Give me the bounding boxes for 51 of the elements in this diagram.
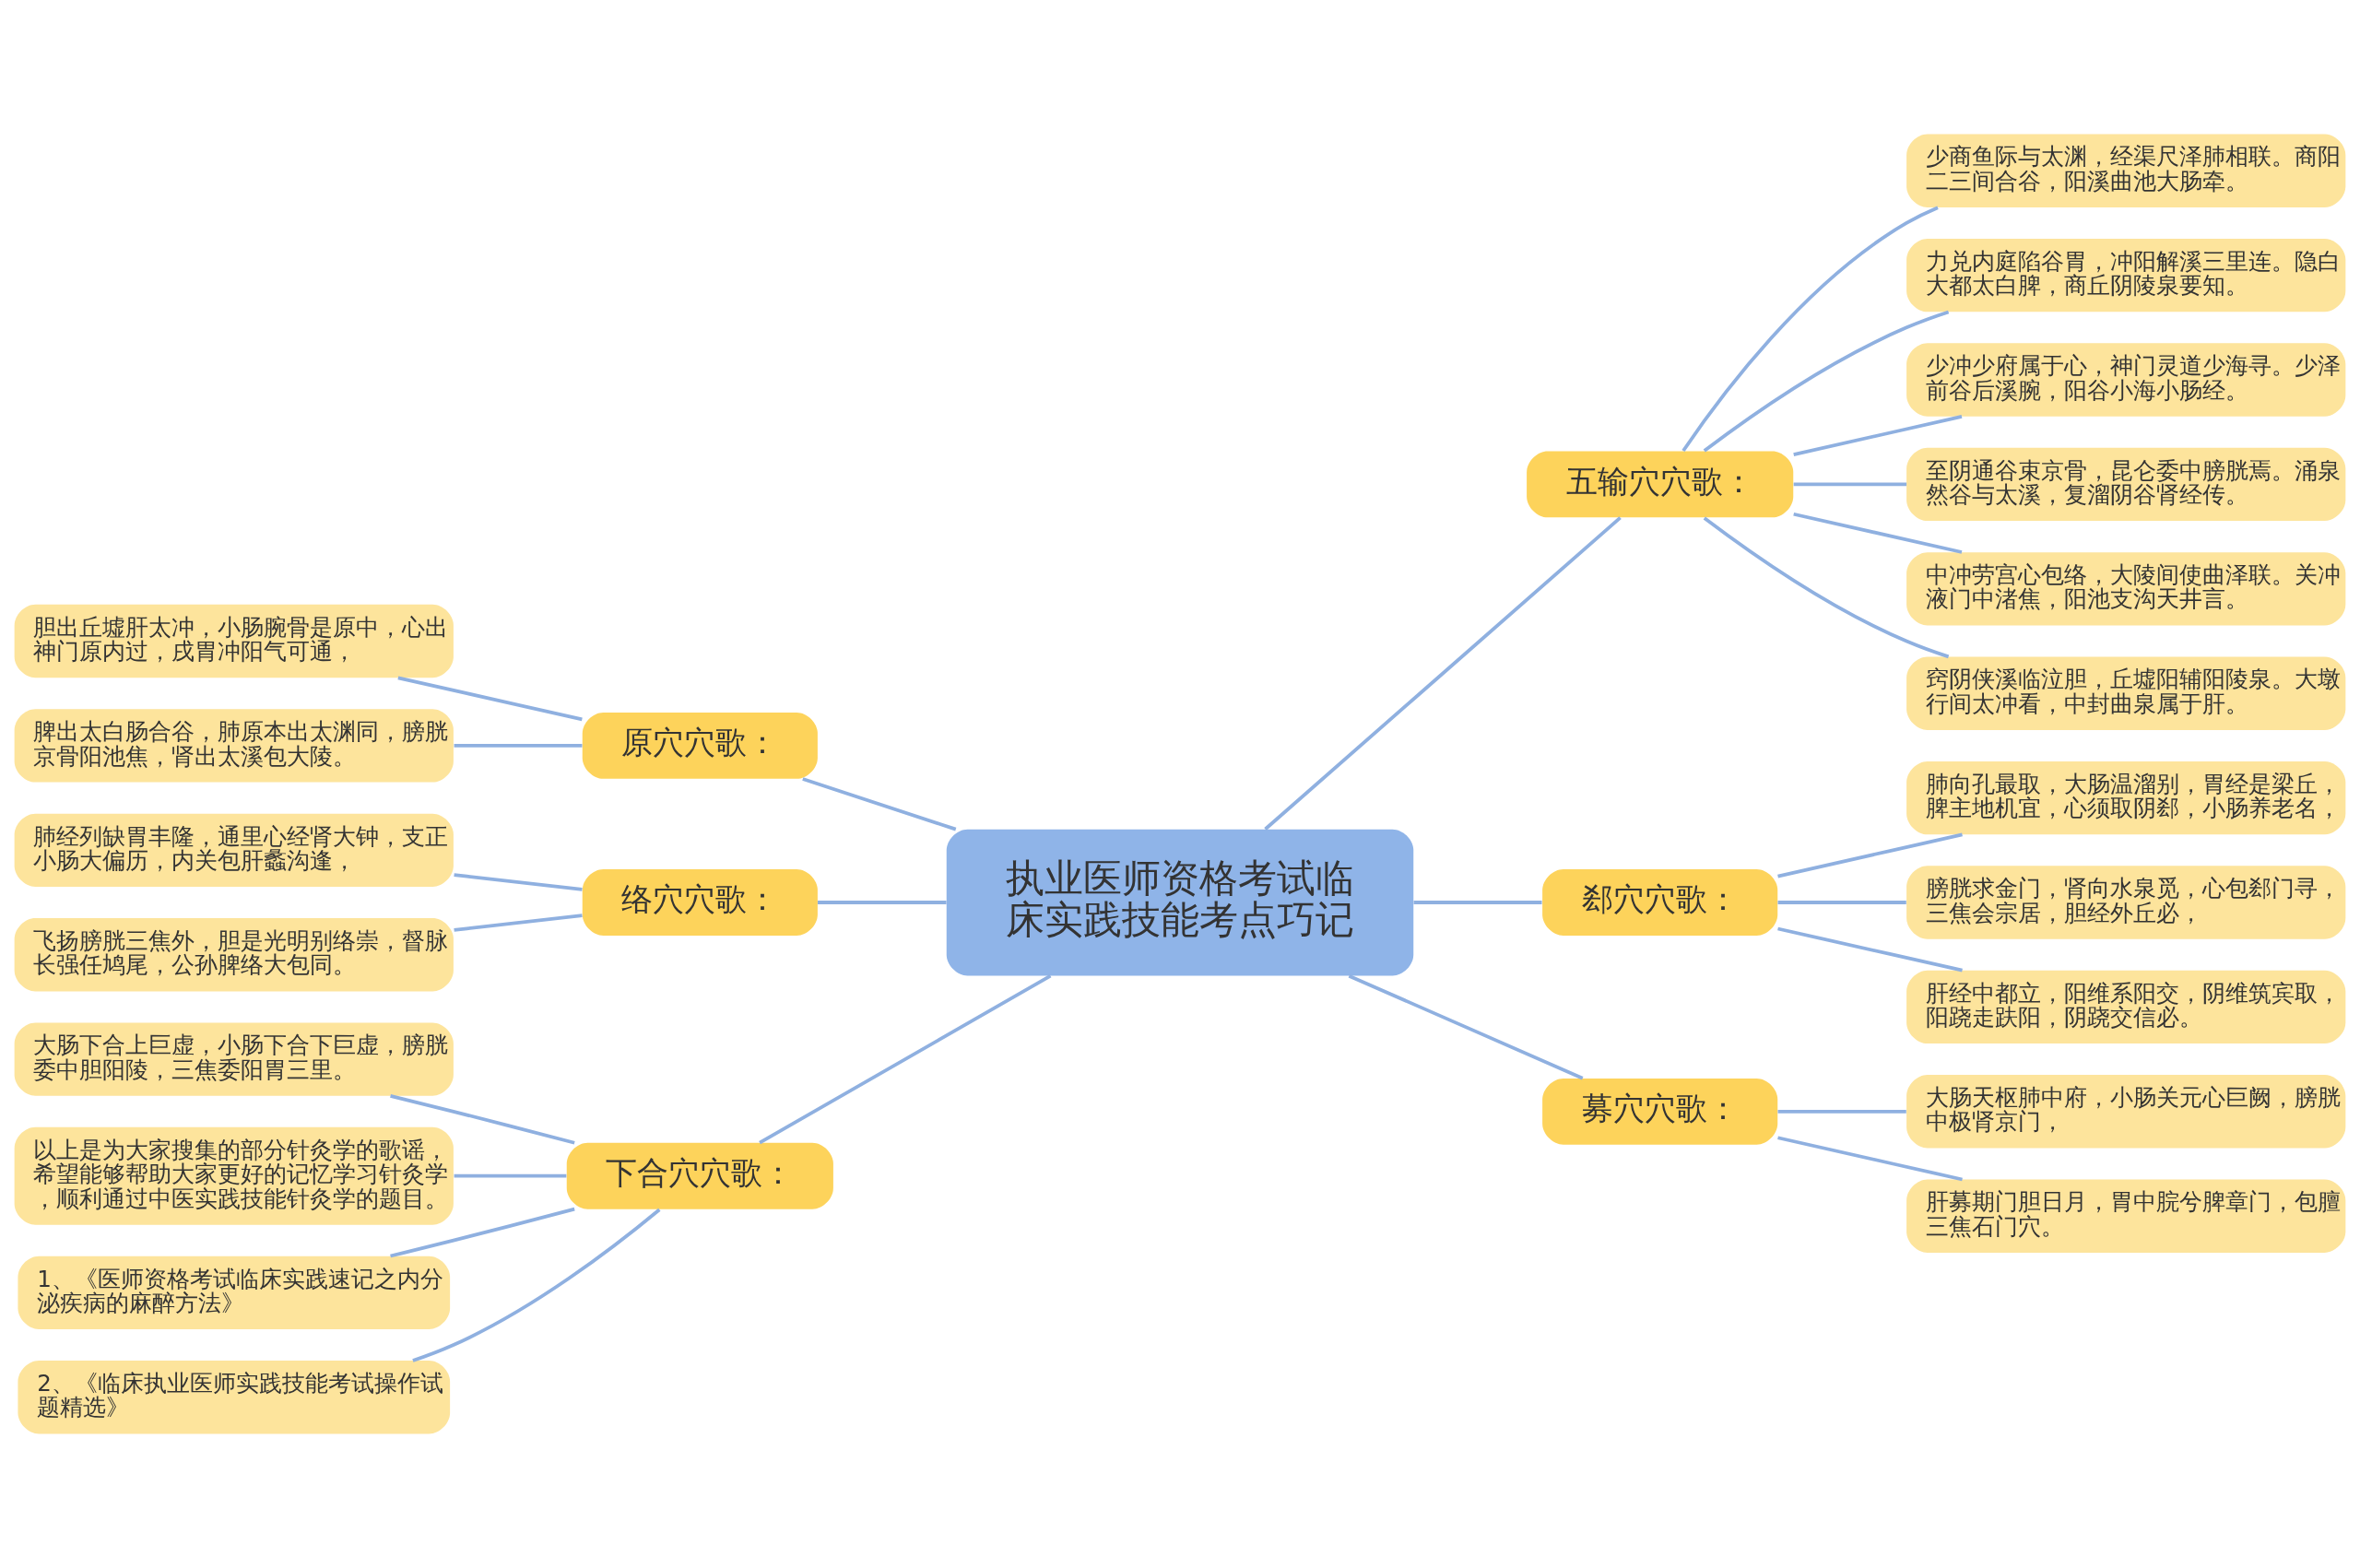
node-box: 执业医师资格考试临床实践技能考点巧记 [946, 829, 1414, 976]
connector [390, 1094, 575, 1145]
node-box: 以上是为大家搜集的部分针灸学的歌谣，希望能够帮助大家更好的记忆学习针灸学，顺利通过中医实践技能针灸学的题目。 [14, 1126, 454, 1225]
connector [759, 973, 1052, 1145]
connector [454, 1173, 567, 1178]
connector [454, 873, 583, 891]
connector [1793, 512, 1963, 554]
node-box: 1、《医师资格考试临床实践速记之内分泌疾病的麻醉方法》 [18, 1256, 451, 1330]
connector [412, 1208, 661, 1362]
node-box: 大肠下合上巨虚，小肠下合下巨虚，膀胱委中胆阳陵，三焦委阳胃三里。 [14, 1022, 454, 1096]
node-box: 少冲少府属于心，神门灵道少海寻。少泽前谷后溪腕，阳谷小海小肠经。 [1906, 343, 2346, 417]
node-box: 中冲劳宫心包络，大陵间使曲泽联。关冲液门中渚焦，阳池支沟天井言。 [1906, 552, 2346, 626]
node-box: 少商鱼际与太渊，经渠尺泽肺相联。商阳二三间合谷，阳溪曲池大肠牵。 [1906, 134, 2346, 207]
connector [818, 901, 947, 904]
node-box: 肺向孔最取，大肠温溜别，胃经是梁丘，脾主地机宜，心须取阴郄，小肠养老名， [1906, 760, 2346, 835]
node-box: 原穴穴歌： [582, 713, 818, 779]
connector [1793, 482, 1907, 487]
node-box: 膀胱求金门，肾向水泉觅，心包郄门寻，三焦会宗居，胆经外丘必， [1906, 866, 2346, 939]
connector [454, 744, 583, 748]
node-box: 大肠天枢肺中府，小肠关元心巨阙，膀胱中极肾京门， [1906, 1075, 2346, 1149]
node-box: 络穴穴歌： [582, 869, 818, 936]
connector [1264, 516, 1622, 831]
connector [1777, 832, 1963, 878]
connector [1348, 973, 1584, 1080]
node-box: 飞扬膀胱三焦外，胆是光明别络崇，督脉长强任鸠尾，公孙脾络大包同。 [14, 918, 454, 992]
connector [1777, 1136, 1963, 1182]
node-box: 胆出丘墟肝太冲，小肠腕骨是原中，心出神门原内过，戌胃冲阳气可通， [14, 604, 454, 678]
node-box: 力兑内庭陷谷胃，冲阳解溪三里连。隐白大都太白脾，商丘阴陵泉要知。 [1906, 238, 2346, 312]
connector [390, 1207, 575, 1258]
node-box: 肝募期门胆日月，胃中脘兮脾章门，包膻三焦石门穴。 [1906, 1179, 2346, 1253]
connector [802, 777, 957, 831]
connector [1703, 516, 1950, 659]
node-box: 窍阴侠溪临泣胆，丘墟阳辅阳陵泉。大墩行间太冲看，中封曲泉属于肝。 [1906, 656, 2346, 730]
node-box: 五输穴穴歌： [1527, 451, 1794, 518]
connector [1413, 901, 1542, 904]
connector [1793, 415, 1963, 456]
connector [1777, 926, 1963, 973]
connector [454, 914, 583, 932]
node-box: 2、《临床执业医师实践技能考试操作试题精选》 [18, 1361, 451, 1434]
connector [1777, 1109, 1906, 1114]
connector [1703, 310, 1950, 453]
node-box: 肺经列缺胃丰隆，通里心经肾大钟，支正小肠大偏历，内关包肝蠡沟逢， [14, 813, 454, 887]
node-box: 至阴通谷束京骨，昆仑委中膀胱焉。涌泉然谷与太溪，复溜阴谷肾经传。 [1906, 447, 2346, 522]
connector [1682, 206, 1939, 453]
connector [1777, 901, 1906, 904]
node-box: 肝经中都立，阳维系阳交，阴维筑宾取，阳跷走趺阳，阴跷交信必。 [1906, 970, 2346, 1044]
node-box: 脾出太白肠合谷，肺原本出太渊同，膀胱京骨阳池焦，肾出太溪包大陵。 [14, 709, 454, 783]
node-box: 郄穴穴歌： [1542, 869, 1778, 936]
connector [397, 676, 583, 722]
node-box: 募穴穴歌： [1542, 1078, 1778, 1145]
node-box: 下合穴穴歌： [566, 1142, 833, 1209]
